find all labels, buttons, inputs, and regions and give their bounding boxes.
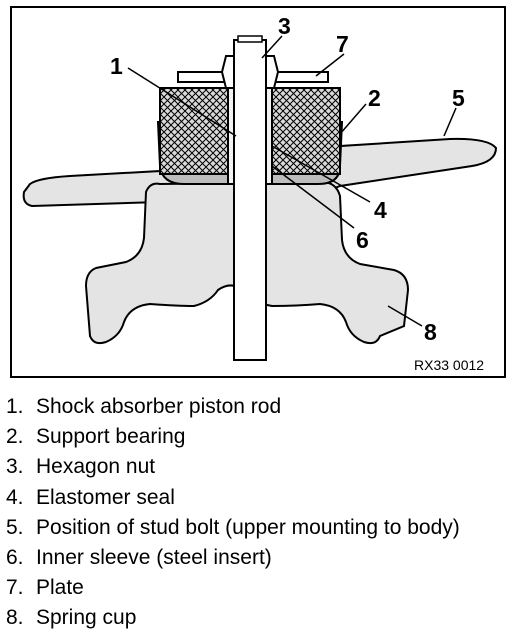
figure-reference-code: RX33 0012 bbox=[414, 357, 484, 373]
legend-text: Inner sleeve (steel insert) bbox=[36, 546, 272, 570]
legend-text: Position of stud bolt (upper mounting to… bbox=[36, 515, 460, 539]
callout-2: 2 bbox=[368, 85, 381, 111]
callout-7: 7 bbox=[336, 31, 349, 57]
leader-line-5 bbox=[443, 107, 457, 137]
legend-text: Hexagon nut bbox=[36, 455, 156, 479]
legend-number: 2. bbox=[6, 425, 24, 449]
legend-item: 3. Hexagon nut bbox=[6, 452, 526, 482]
legend-text: Spring cup bbox=[36, 606, 137, 630]
legend-item: 2. Support bearing bbox=[6, 422, 526, 452]
legend-number: 6. bbox=[6, 546, 24, 570]
legend-number: 8. bbox=[6, 606, 24, 630]
legend-item: 7. Plate bbox=[6, 573, 526, 603]
legend-item: 5. Position of stud bolt (upper mounting … bbox=[6, 513, 526, 543]
callout-1: 1 bbox=[110, 53, 123, 79]
callout-4: 4 bbox=[374, 197, 387, 223]
legend-number: 1. bbox=[6, 395, 24, 418]
leader-line-3 bbox=[261, 35, 283, 59]
legend-text: Plate bbox=[36, 576, 84, 600]
legend-item: 4. Elastomer seal bbox=[6, 483, 526, 513]
callout-6: 6 bbox=[356, 227, 369, 253]
legend-item: 1. Shock absorber piston rod bbox=[6, 392, 526, 422]
legend-text: Shock absorber piston rod bbox=[36, 395, 282, 418]
callout-5: 5 bbox=[452, 85, 465, 111]
legend-number: 7. bbox=[6, 576, 24, 600]
legend-item: 6. Inner sleeve (steel insert) bbox=[6, 543, 526, 573]
leader-line-2 bbox=[339, 103, 367, 135]
leader-line-7 bbox=[315, 53, 345, 77]
leader-line-4 bbox=[271, 145, 371, 203]
legend-number: 4. bbox=[6, 485, 24, 509]
leader-line-8 bbox=[387, 305, 423, 327]
piston-rod-shape bbox=[233, 39, 267, 361]
legend-number: 5. bbox=[6, 515, 24, 539]
legend-text: Elastomer seal bbox=[36, 485, 175, 509]
legend-number: 3. bbox=[6, 455, 24, 479]
support-bearing-diagram: 1 2 3 4 5 6 7 8 RX33 0012 bbox=[10, 6, 506, 378]
callout-8: 8 bbox=[424, 319, 437, 345]
leader-line-6 bbox=[271, 165, 355, 229]
leader-line-1 bbox=[127, 67, 237, 137]
legend-text: Support bearing bbox=[36, 425, 186, 449]
legend-list: 1. Shock absorber piston rod 2. Support be… bbox=[6, 392, 526, 634]
legend-item: 8. Spring cup bbox=[6, 603, 526, 633]
callout-3: 3 bbox=[278, 13, 291, 39]
